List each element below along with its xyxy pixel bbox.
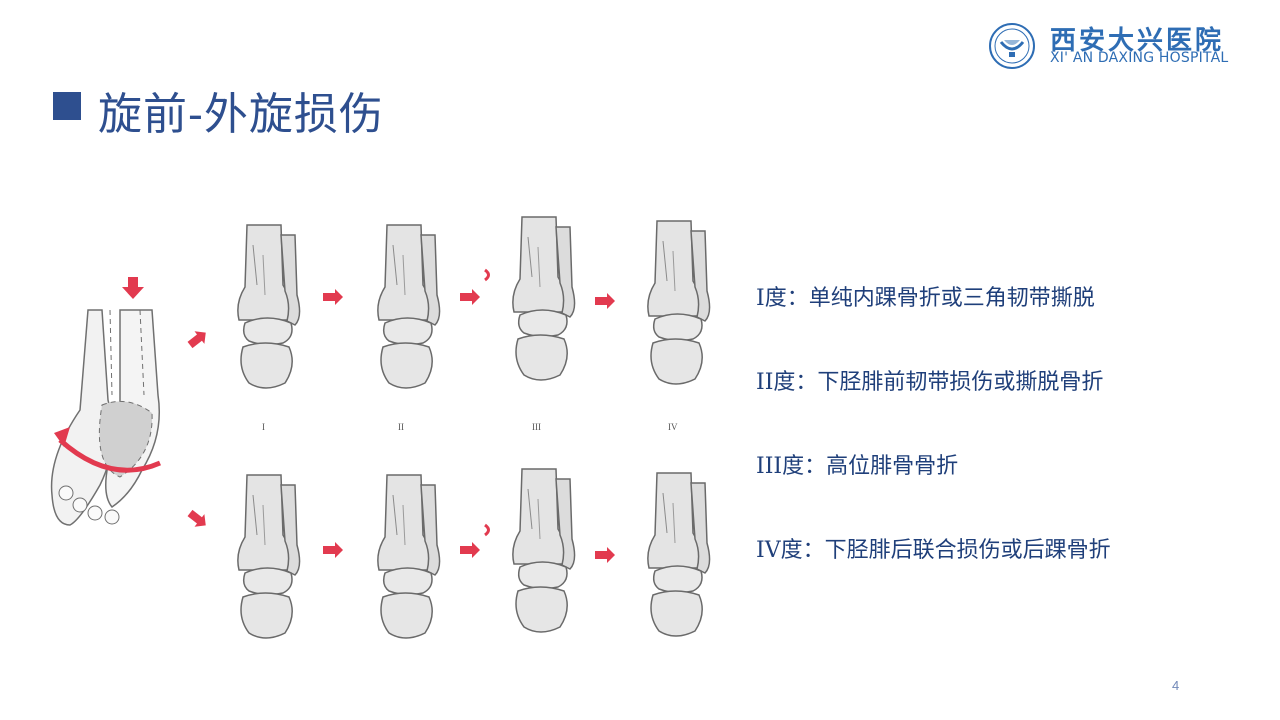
stage-label-II: II [398, 422, 404, 432]
page-number: 4 [1172, 678, 1180, 693]
ankle-injury-diagram: I II III IV [50, 216, 711, 639]
ankle-row-external-rotation [185, 468, 711, 639]
stage-label-I: I [262, 422, 265, 432]
grade-item-1: I度：单纯内踝骨折或三角韧带撕脱 [756, 286, 1095, 311]
foot-illustration [50, 277, 162, 526]
hospital-name-cn: 西安大兴医院 [1050, 26, 1225, 56]
stage-label-III: III [532, 422, 541, 432]
ankle-row-pronation [185, 216, 711, 389]
grade-item-4: IV度：下胫腓后联合损伤或后踝骨折 [756, 538, 1111, 563]
title-bullet-square [53, 92, 81, 120]
slide-title: 旋前-外旋损伤 [98, 89, 384, 140]
hospital-emblem-icon [989, 23, 1035, 69]
stage-label-IV: IV [668, 422, 678, 432]
grade-item-3: III度：高位腓骨骨折 [756, 454, 959, 479]
hospital-logo: 西安大兴医院 XI' AN DAXING HOSPITAL [988, 22, 1258, 69]
grade-item-2: II度：下胫腓前韧带损伤或撕脱骨折 [756, 370, 1104, 395]
hospital-name-en: XI' AN DAXING HOSPITAL [1050, 50, 1229, 66]
